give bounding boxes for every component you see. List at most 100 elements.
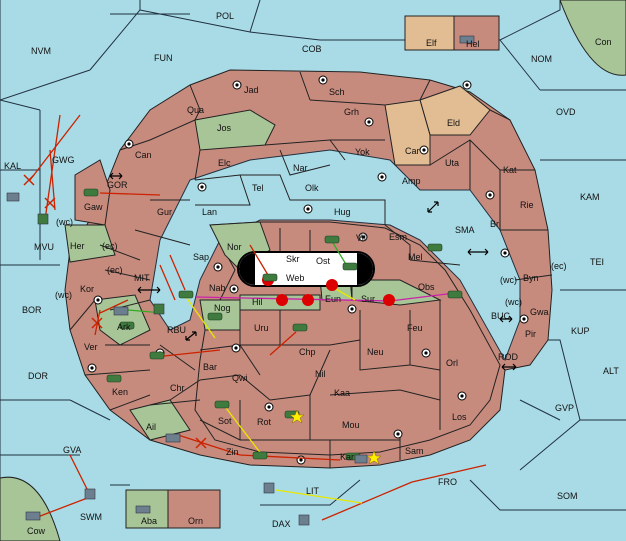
army-unit (324, 235, 340, 244)
label-lit: LIT (306, 486, 320, 496)
label-tel: Tel (252, 183, 264, 193)
label-coast-wc: (wc) (56, 217, 73, 227)
army-unit (106, 374, 122, 383)
army-unit (119, 321, 135, 330)
label-neu: Neu (367, 347, 384, 357)
label-rie: Rie (520, 200, 534, 210)
label-swm: SWM (80, 512, 102, 522)
label-gwa: Gwa (530, 307, 549, 317)
army-unit (342, 262, 358, 271)
fleet-unit (298, 514, 310, 526)
label-grh: Grh (344, 107, 359, 117)
fleet-unit (84, 488, 96, 500)
fleet-unit (459, 35, 475, 44)
region-hel[interactable] (453, 15, 500, 51)
region-her[interactable] (64, 224, 116, 263)
label-nvm: NVM (31, 46, 51, 56)
label-nar: Nar (293, 163, 308, 173)
region-sur-obs[interactable] (351, 279, 442, 306)
supply-centers (87, 75, 529, 465)
region-orn[interactable] (167, 489, 221, 529)
label-cob: COB (302, 44, 322, 54)
label-sap: Sap (193, 252, 209, 262)
label-gur: Gur (157, 207, 172, 217)
label-buc: BUC (491, 311, 511, 321)
label-coast-ec: (ec) (551, 261, 567, 271)
label-vil: Vil (356, 233, 366, 243)
capsule-right-cap (357, 253, 373, 285)
region-car[interactable] (384, 99, 431, 166)
label-hil: Hil (252, 297, 263, 307)
star-marker (366, 450, 382, 465)
army-unit (83, 188, 99, 197)
cut-markers (23, 174, 207, 449)
label-amp: Amp (402, 176, 421, 186)
label-coast-ec: (ec) (107, 265, 123, 275)
label-con: Con (595, 37, 612, 47)
label-jos: Jos (217, 123, 232, 133)
label-mou: Mou (342, 420, 360, 430)
label-ark: Ark (117, 322, 131, 332)
label-sma: SMA (455, 225, 475, 235)
label-gaw: Gaw (84, 202, 103, 212)
label-rot: Rot (257, 417, 272, 427)
label-eld: Eld (447, 118, 460, 128)
fleet-unit (6, 192, 20, 202)
label-esm: Esm (389, 232, 407, 242)
region-jos[interactable] (194, 109, 276, 151)
label-chr: Chr (170, 383, 185, 393)
strait-markers (109, 172, 517, 371)
fleet-unit (165, 433, 181, 443)
label-kaa: Kaa (334, 388, 350, 398)
label-pir: Pir (525, 329, 536, 339)
label-mel: Mel (408, 252, 423, 262)
label-alt: ALT (603, 366, 619, 376)
fleet-unit (25, 511, 41, 521)
label-orn: Orn (188, 516, 203, 526)
fleet-unit (354, 454, 368, 464)
label-ovd: OVD (556, 107, 576, 117)
region-elf[interactable] (404, 15, 455, 51)
label-kar: Kar (340, 452, 354, 462)
label-kam: KAM (580, 192, 600, 202)
label-coast-wc: (wc) (505, 297, 522, 307)
army-unit (214, 400, 230, 409)
label-web: Web (286, 273, 304, 283)
label-bor: BOR (22, 305, 42, 315)
label-cow: Cow (27, 526, 46, 536)
label-gvp: GVP (555, 403, 574, 413)
label-dor: DOR (28, 371, 49, 381)
label-hel: Hel (466, 39, 480, 49)
label-obs: Obs (418, 282, 435, 292)
inner-sea-sma[interactable] (149, 149, 521, 362)
label-fun: FUN (154, 53, 173, 63)
army-unit (427, 243, 443, 252)
label-gva: GVA (63, 445, 81, 455)
label-rbu: RBU (167, 325, 186, 335)
label-sch: Sch (329, 87, 345, 97)
label-nab: Nab (209, 283, 226, 293)
label-dax: DAX (272, 519, 291, 529)
label-coast-ec: (ec) (102, 241, 118, 251)
label-zin: Zin (226, 447, 239, 457)
label-her: Her (70, 241, 85, 251)
label-nom: NOM (531, 54, 552, 64)
region-ail[interactable] (129, 399, 191, 441)
region-labels: POL NVM FUN COB NOM Con Elf Hel OVD KAL … (4, 11, 619, 536)
capsule-left-cap (239, 253, 255, 285)
army-unit (447, 290, 463, 299)
label-kat: Kat (503, 165, 517, 175)
label-car: Car (405, 146, 420, 156)
units (6, 35, 475, 526)
label-gor: GOR (107, 180, 128, 190)
fleet-unit (113, 306, 129, 316)
label-qwi: Qwi (232, 373, 248, 383)
label-aba: Aba (141, 516, 157, 526)
label-fro: FRO (438, 477, 457, 487)
fleet-unit (37, 213, 49, 225)
label-nog: Nog (214, 303, 231, 313)
label-ail: Ail (146, 422, 156, 432)
fleet-unit (263, 482, 275, 494)
label-pol: POL (216, 11, 234, 21)
label-hug: Hug (334, 207, 351, 217)
